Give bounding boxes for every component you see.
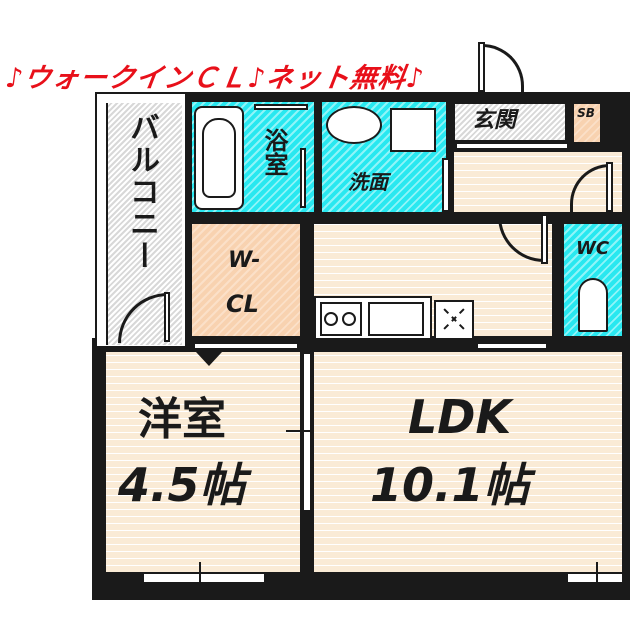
burner (342, 312, 356, 326)
balcony-label: バルコニー (124, 112, 159, 272)
bath-label: 浴室 (260, 128, 288, 176)
wcl-label-line1: W- (228, 248, 261, 273)
ldk-size: 10.1帖 (370, 458, 530, 512)
wcl-opening[interactable] (193, 342, 299, 350)
ldk-window[interactable] (566, 572, 624, 584)
toilet-icon (578, 278, 608, 332)
wcl-label-line2: CL (226, 290, 259, 318)
entrance-label: 玄関 (472, 108, 517, 133)
wall (314, 100, 322, 212)
fridge-space-icon (434, 300, 474, 340)
bathtub-basin (202, 118, 236, 198)
balcony-door-leaf (164, 292, 170, 342)
front-door[interactable] (482, 44, 524, 92)
bath-door[interactable] (300, 148, 306, 208)
toilet-door-leaf (606, 162, 613, 212)
sliding-door[interactable] (302, 352, 312, 512)
shoebox-label: SB (577, 106, 595, 120)
door-handle-mark (286, 430, 326, 432)
western-room-window[interactable] (142, 572, 266, 584)
walk-in-closet (192, 224, 300, 336)
promo-banner: ♪ウォークインＣＬ♪ネット無料♪ (3, 63, 427, 94)
window-mark (596, 562, 598, 598)
washroom-sliding-door[interactable] (442, 158, 450, 212)
burner (324, 312, 338, 326)
western-room-name: 洋室 (138, 394, 226, 445)
hall-door-leaf (541, 214, 548, 264)
ldk-name: LDK (408, 390, 512, 444)
western-room (106, 352, 300, 572)
washing-machine-pan-icon (390, 108, 436, 152)
toilet-label: WC (576, 238, 610, 259)
front-door-leaf (478, 42, 485, 92)
washroom-label: 洗面 (348, 170, 388, 194)
window-mark (199, 562, 201, 598)
entrance (455, 104, 565, 140)
closet-arrow (196, 352, 222, 366)
sink-icon (326, 106, 382, 144)
western-room-size: 4.5帖 (118, 458, 246, 512)
shoebox (574, 104, 600, 142)
kitchen-opening (476, 342, 548, 350)
ldk (314, 352, 622, 572)
bath-shelf (254, 104, 308, 110)
entrance-step (455, 142, 569, 150)
kitchen-sink-icon (368, 302, 424, 336)
